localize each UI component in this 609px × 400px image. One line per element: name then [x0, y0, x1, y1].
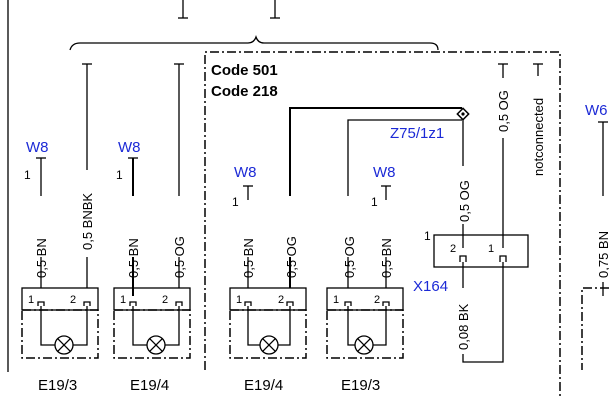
- splice-dot: [461, 112, 465, 116]
- lamp-e19-4-left: 1 2: [113, 287, 191, 359]
- wire-label-bk: 0,08 BK: [456, 303, 471, 350]
- pin-label: 1: [120, 294, 126, 306]
- code-501-label: Code 501: [211, 62, 278, 79]
- pin-1-label: 1: [24, 168, 31, 182]
- wire-label-og-5: 0,5 OG: [496, 90, 511, 132]
- ground-label-w8-3: W8: [234, 164, 257, 181]
- pin-label: 1: [333, 294, 339, 306]
- pin-1-label: 1: [116, 168, 123, 182]
- component-label-e19-4-inner: E19/4: [244, 377, 283, 394]
- top-brace: [69, 34, 439, 51]
- wire-label-bn-right: 0,75 BN: [596, 231, 609, 278]
- pin-1-label: 1: [371, 195, 378, 209]
- code-218-label: Code 218: [211, 83, 278, 100]
- connector-pin-label: 1: [424, 229, 431, 243]
- right-cut-box: [581, 287, 609, 370]
- wire-og-2-upper: [289, 107, 462, 196]
- lamp-e19-3-inner: 1 2: [326, 287, 404, 359]
- pin-1-label: 1: [232, 195, 239, 209]
- connector-pin-label: 2: [450, 243, 456, 255]
- component-label-e19-4-left: E19/4: [130, 377, 169, 394]
- splice-label: Z75/1z1: [390, 125, 444, 142]
- wire-label-bnbk: 0,5 BNBK: [80, 193, 95, 250]
- pin-label: 2: [70, 294, 76, 306]
- wire-label-og-3: 0,5 OG: [342, 236, 357, 278]
- pin-label: 2: [278, 294, 284, 306]
- notconnected-label: notconnected: [531, 98, 546, 176]
- connector-x164-label: X164: [413, 278, 448, 295]
- ground-label-w8-4: W8: [373, 164, 396, 181]
- ground-label-w8-2: W8: [118, 139, 141, 156]
- wire-label-og-2: 0,5 OG: [284, 236, 299, 278]
- component-label-e19-3-inner: E19/3: [341, 377, 380, 394]
- pin-label: 2: [162, 294, 168, 306]
- lamp-e19-4-inner: 1 2: [229, 287, 307, 359]
- ground-label-w8-1: W8: [26, 139, 49, 156]
- connector-pin-label: 1: [488, 243, 494, 255]
- pin-label: 2: [374, 294, 380, 306]
- wire-label-og-4: 0,5 OG: [457, 180, 472, 222]
- wire-bk-loop: [462, 262, 504, 363]
- pin-label: 1: [28, 294, 34, 306]
- wire-og-3-upper: [347, 119, 462, 196]
- pin-label: 1: [236, 294, 242, 306]
- component-label-e19-3-left: E19/3: [38, 377, 77, 394]
- ground-label-w6-cut: W6: [585, 102, 608, 119]
- connector-x164: 1 2 1: [424, 229, 529, 268]
- code-group-box: [204, 51, 561, 398]
- lamp-e19-3-left: 1 2: [21, 287, 99, 359]
